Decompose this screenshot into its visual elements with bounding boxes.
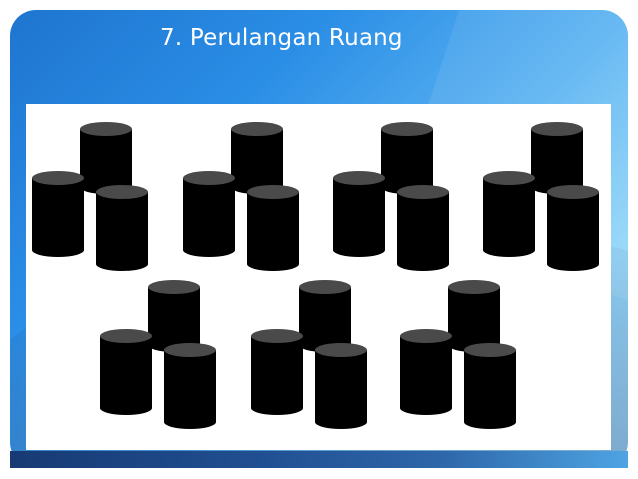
cylinder-back	[448, 280, 500, 352]
cylinder-back	[299, 280, 351, 352]
cylinder-group	[333, 122, 449, 271]
cylinder-left	[100, 329, 152, 415]
content-panel	[26, 104, 611, 450]
cylinder-right	[247, 185, 299, 271]
cylinder-left	[483, 171, 535, 257]
cylinder-back	[231, 122, 283, 194]
cylinder-back	[531, 122, 583, 194]
cylinder-group	[183, 122, 299, 271]
cylinder-left	[333, 171, 385, 257]
cylinder-group	[251, 280, 367, 429]
cylinder-group	[100, 280, 216, 429]
cylinder-group	[400, 280, 516, 429]
repeated-space-illustration	[32, 122, 599, 429]
cylinder-left	[400, 329, 452, 415]
cylinder-back	[80, 122, 132, 194]
slide-bottom-band	[10, 451, 628, 468]
cylinder-back	[148, 280, 200, 352]
cylinder-right	[464, 343, 516, 429]
cylinder-right	[96, 185, 148, 271]
cylinder-right	[397, 185, 449, 271]
cylinder-left	[32, 171, 84, 257]
cylinder-right	[315, 343, 367, 429]
cylinder-back	[381, 122, 433, 194]
cylinder-left	[251, 329, 303, 415]
slide-title: 7. Perulangan Ruang	[160, 25, 403, 51]
cylinder-right	[547, 185, 599, 271]
cylinder-right	[164, 343, 216, 429]
cylinder-group	[483, 122, 599, 271]
cylinder-group	[32, 122, 148, 271]
cylinder-left	[183, 171, 235, 257]
